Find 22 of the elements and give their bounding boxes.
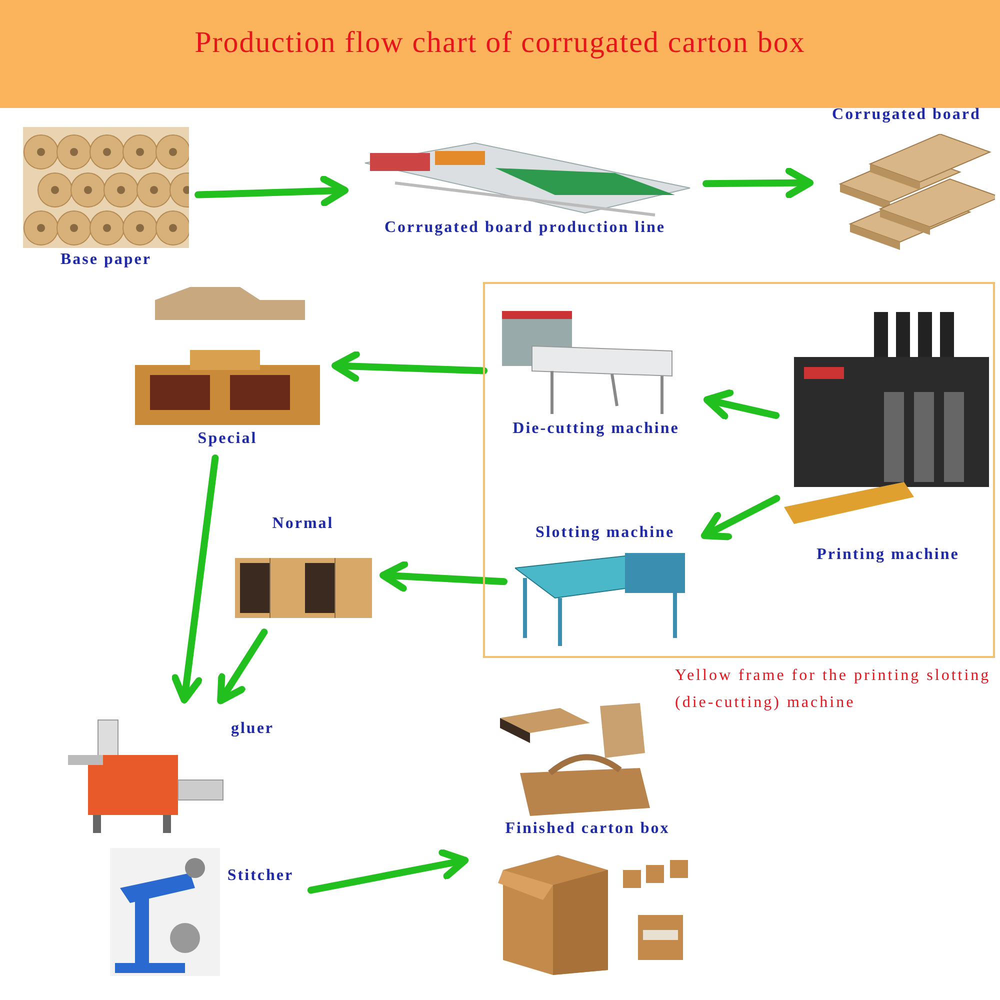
arrow [307,849,469,894]
frame-caption: Yellow frame for the printing slotting (die-cutting) machine [675,666,992,713]
arrow [700,494,780,540]
product-label: Finished carton box [504,820,671,838]
arrow [380,560,508,592]
machine-label: Stitcher [226,867,295,885]
machine-label: Die-cutting machine [512,420,680,438]
machine-label: gluer [230,720,276,738]
arrow [194,176,348,206]
product-label: Special [196,430,258,448]
arrow [702,167,814,198]
product-label: Corrugated board [831,106,982,124]
arrow [172,454,219,704]
machine-label: Corrugated board production line [383,219,667,237]
arrow [703,389,780,420]
arrow [217,628,268,704]
machine-label: Printing machine [816,546,960,564]
arrow [332,350,488,382]
paper-label: Base paper [60,251,152,269]
chart-title: Production flow chart of corrugated carton box [194,26,806,60]
machine-label: Slotting machine [534,524,676,542]
product-label: Normal [271,515,335,533]
